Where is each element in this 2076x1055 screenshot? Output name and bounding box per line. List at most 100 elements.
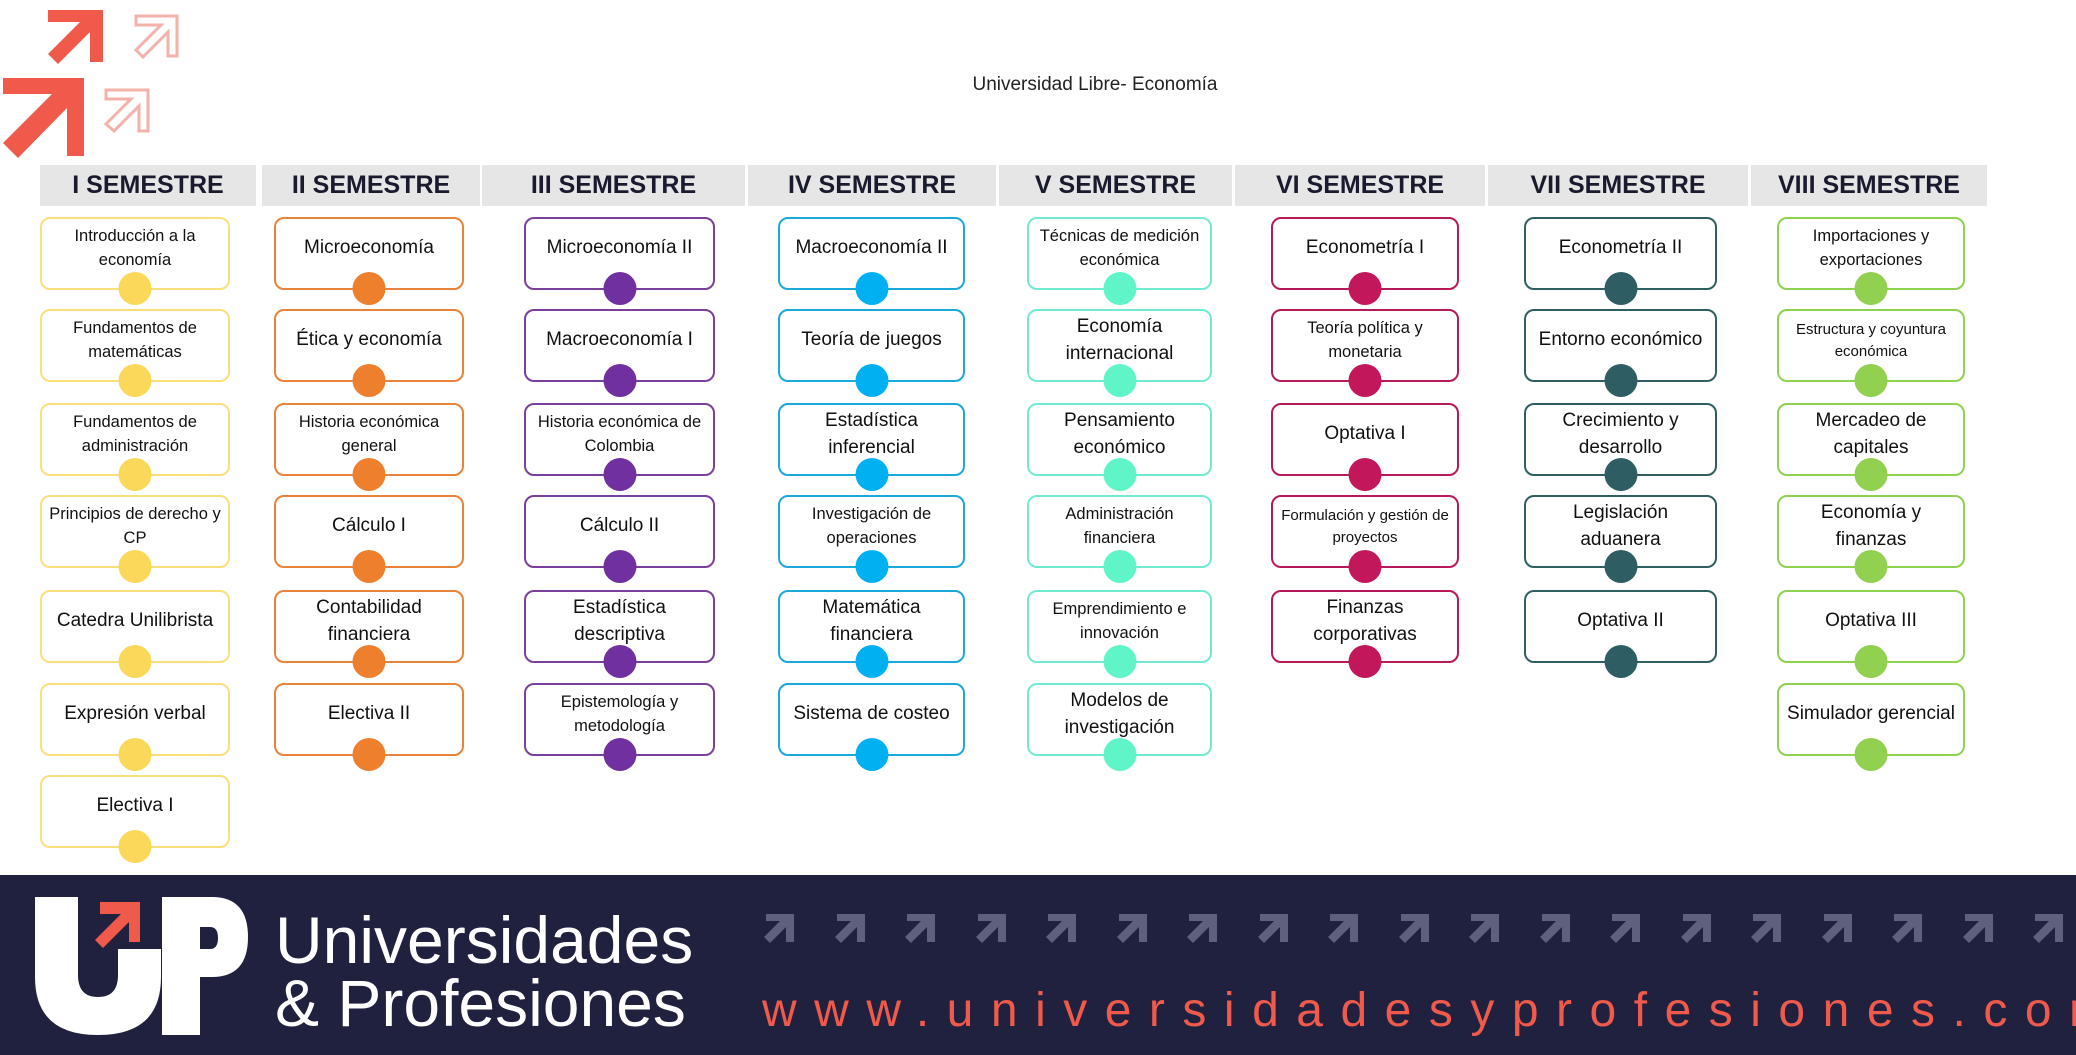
- course-card[interactable]: Modelos de investigación: [1027, 683, 1212, 771]
- course-card[interactable]: Economía y finanzas: [1777, 495, 1965, 583]
- course-node-dot: [1604, 458, 1637, 491]
- course-card[interactable]: Econometría II: [1524, 217, 1717, 305]
- semester-header: I SEMESTRE: [40, 165, 256, 206]
- course-node-dot: [1103, 738, 1136, 771]
- course-label: Ética y economía: [296, 329, 442, 351]
- course-card[interactable]: Contabilidad financiera: [274, 590, 464, 678]
- arrow-icon: [1257, 914, 1288, 943]
- course-card[interactable]: Historia económica de Colombia: [524, 403, 715, 491]
- course-card[interactable]: Mercadeo de capitales: [1777, 403, 1965, 491]
- course-card[interactable]: Técnicas de medición económica: [1027, 217, 1212, 305]
- course-card[interactable]: Catedra Unilibrista: [40, 590, 230, 678]
- course-card[interactable]: Ética y economía: [274, 309, 464, 397]
- course-card[interactable]: Optativa I: [1271, 403, 1459, 491]
- course-card[interactable]: Macroeconomía II: [778, 217, 965, 305]
- course-card[interactable]: Econometría I: [1271, 217, 1459, 305]
- course-card[interactable]: Economía internacional: [1027, 309, 1212, 397]
- course-label: Teoría de juegos: [801, 329, 942, 351]
- course-node-dot: [352, 458, 386, 491]
- course-node-dot: [352, 550, 386, 583]
- course-label: Principios de derecho y CP: [49, 505, 221, 547]
- course-card[interactable]: Historia económica general: [274, 403, 464, 491]
- course-card[interactable]: Macroeconomía I: [524, 309, 715, 397]
- course-card[interactable]: Importaciones y exportaciones: [1777, 217, 1965, 305]
- arrow-icon: [1539, 914, 1570, 943]
- course-card[interactable]: Administración financiera: [1027, 495, 1212, 583]
- course-label: Macroeconomía I: [546, 329, 693, 351]
- course-card[interactable]: Introducción a la economía: [40, 217, 230, 305]
- semester-header: IV SEMESTRE: [748, 165, 996, 206]
- course-card[interactable]: Investigación de operaciones: [778, 495, 965, 583]
- course-card[interactable]: Optativa III: [1777, 590, 1965, 678]
- arrow-icon: [2033, 914, 2063, 943]
- course-card[interactable]: Estructura y coyuntura económica: [1777, 309, 1965, 397]
- course-node-dot: [1604, 364, 1637, 397]
- course-label: Econometría I: [1305, 237, 1425, 259]
- course-node-dot: [1103, 550, 1136, 583]
- course-card[interactable]: Microeconomía II: [524, 217, 715, 305]
- course-card[interactable]: Optativa II: [1524, 590, 1717, 678]
- course-card[interactable]: Cálculo II: [524, 495, 715, 583]
- semester-header: V SEMESTRE: [999, 165, 1232, 206]
- course-label: Estadística descriptiva: [573, 596, 666, 645]
- arrow-icon: [1187, 914, 1217, 943]
- course-card[interactable]: Matemática financiera: [778, 590, 965, 678]
- course-card[interactable]: Formulación y gestión de proyectos: [1271, 495, 1459, 583]
- course-node-dot: [1854, 458, 1888, 491]
- course-label: Administración financiera: [1065, 505, 1174, 547]
- arrow-icon: [1469, 914, 1499, 943]
- course-card[interactable]: Cálculo I: [274, 495, 464, 583]
- course-label: Microeconomía II: [546, 237, 693, 259]
- arrow-icon: [764, 914, 794, 943]
- course-card[interactable]: Sistema de costeo: [778, 683, 965, 771]
- course-card[interactable]: Electiva I: [40, 775, 230, 863]
- arrow-icon: [1962, 914, 1993, 943]
- course-card[interactable]: Microeconomía: [274, 217, 464, 305]
- course-card[interactable]: Crecimiento y desarrollo: [1524, 403, 1717, 491]
- course-label: Economía y finanzas: [1820, 501, 1922, 550]
- course-card[interactable]: Legislación aduanera: [1524, 495, 1717, 583]
- course-node-dot: [1103, 458, 1136, 491]
- course-node-dot: [118, 738, 152, 771]
- arrow-icon: [1116, 914, 1147, 943]
- course-node-dot: [1348, 458, 1382, 491]
- course-node-dot: [1348, 364, 1382, 397]
- course-label: Pensamiento económico: [1064, 409, 1175, 458]
- course-label: Entorno económico: [1538, 329, 1703, 351]
- course-node-dot: [855, 550, 888, 583]
- course-card[interactable]: Pensamiento económico: [1027, 403, 1212, 491]
- course-card[interactable]: Estadística descriptiva: [524, 590, 715, 678]
- brand-name-line1: Universidades: [275, 903, 694, 977]
- course-card[interactable]: Entorno económico: [1524, 309, 1717, 397]
- course-label: Estructura y coyuntura económica: [1795, 321, 1947, 360]
- course-node-dot: [855, 645, 888, 678]
- course-card[interactable]: Epistemología y metodología: [524, 683, 715, 771]
- course-label: Optativa I: [1324, 423, 1406, 445]
- course-label: Matemática financiera: [822, 596, 921, 645]
- course-card[interactable]: Expresión verbal: [40, 683, 230, 771]
- course-card[interactable]: Emprendimiento e innovación: [1027, 590, 1212, 678]
- course-card[interactable]: Simulador gerencial: [1777, 683, 1965, 771]
- course-label: Simulador gerencial: [1787, 703, 1955, 725]
- course-card[interactable]: Teoría de juegos: [778, 309, 965, 397]
- course-card[interactable]: Fundamentos de administración: [40, 403, 230, 491]
- course-card[interactable]: Principios de derecho y CP: [40, 495, 230, 583]
- arrow-icon: [1892, 914, 1922, 943]
- course-label: Economía internacional: [1065, 315, 1174, 364]
- course-card[interactable]: Fundamentos de matemáticas: [40, 309, 230, 397]
- course-label: Modelos de investigación: [1064, 689, 1175, 738]
- brand-name-line2: & Profesiones: [275, 966, 686, 1040]
- course-label: Introducción a la economía: [74, 227, 196, 269]
- course-label: Formulación y gestión de proyectos: [1281, 507, 1449, 546]
- course-card[interactable]: Electiva II: [274, 683, 464, 771]
- course-label: Microeconomía: [304, 237, 434, 259]
- course-label: Mercadeo de capitales: [1815, 409, 1927, 458]
- course-node-dot: [1604, 272, 1637, 305]
- course-node-dot: [603, 458, 636, 491]
- course-card[interactable]: Estadística inferencial: [778, 403, 965, 491]
- course-node-dot: [1103, 645, 1136, 678]
- course-card[interactable]: Teoría política y monetaria: [1271, 309, 1459, 397]
- website-url[interactable]: www.universidadesyprofesiones.com: [762, 984, 2076, 1037]
- course-node-dot: [352, 272, 386, 305]
- course-card[interactable]: Finanzas corporativas: [1271, 590, 1459, 678]
